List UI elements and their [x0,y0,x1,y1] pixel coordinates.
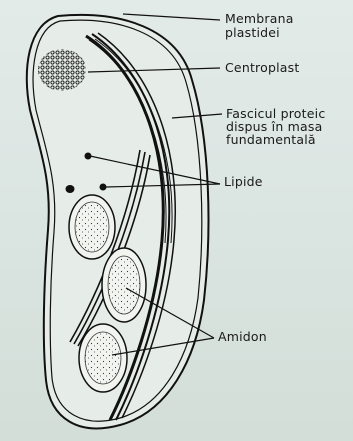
centroplast-body [38,49,86,91]
label-membrana-line2: plastidei [225,27,280,39]
label-lipide: Lipide [224,176,263,188]
label-membrana-line1: Membrana [225,13,294,25]
lipid-droplet-3 [66,185,75,193]
label-fascicul-line3: fundamentală [226,134,316,146]
lipid-droplet-2 [100,184,107,191]
starch-grain-1 [69,195,115,259]
label-amidon: Amidon [218,331,267,343]
label-centroplast: Centroplast [225,62,299,74]
starch-grain-2 [102,248,146,322]
starch-grain-3 [79,324,127,392]
